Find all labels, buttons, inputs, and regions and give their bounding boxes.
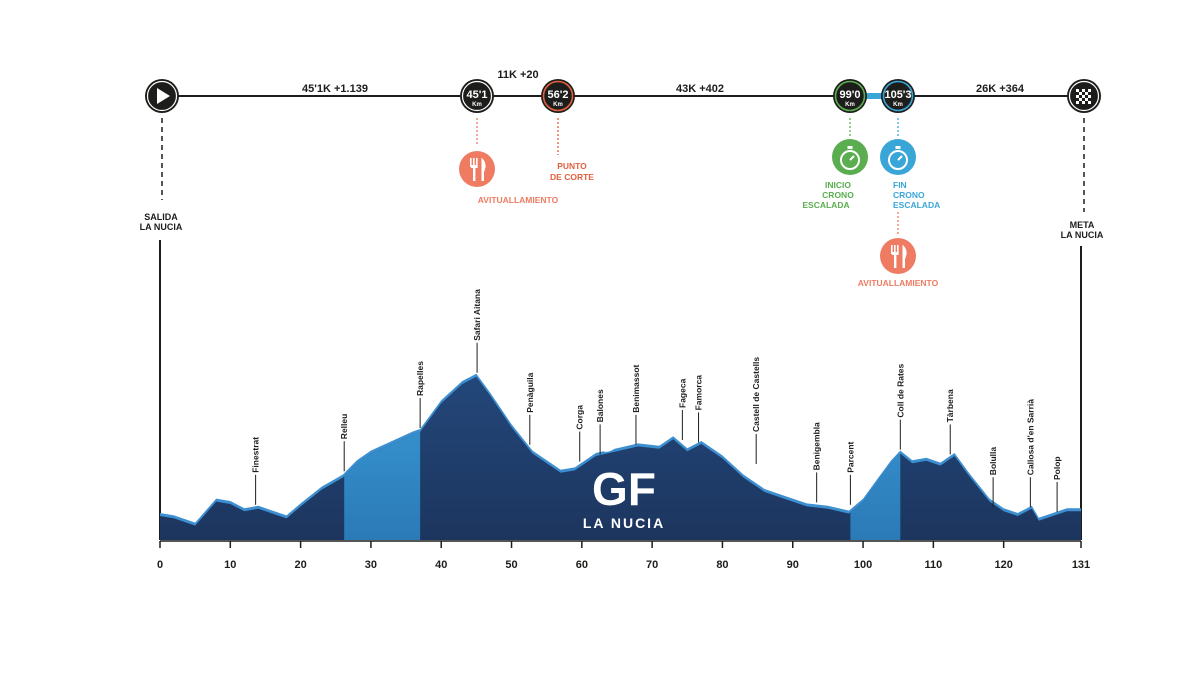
finish-label-line1: META xyxy=(1070,220,1095,230)
place-label: Balones xyxy=(595,389,605,422)
checkered-flag-icon xyxy=(1067,79,1101,113)
segment-label-3: 43K +402 xyxy=(676,83,724,95)
place-label: Fageca xyxy=(677,378,687,408)
km-node-2-unit: Km xyxy=(553,102,563,108)
place-annotations: Finestrat Relleu Rapelles Safari AitanaPenà… xyxy=(251,289,1062,512)
event-label-fin-crono: CRONO xyxy=(893,190,925,200)
event-label-inicio: INICIO xyxy=(825,180,851,190)
leaf-icon xyxy=(604,443,618,452)
fork-knife-icon xyxy=(459,151,495,187)
x-tick-label: 70 xyxy=(646,559,658,571)
logo-subtitle: LA NUCIA xyxy=(583,515,665,531)
event-label-fin-escalada: ESCALADA xyxy=(893,200,940,210)
x-tick-label: 50 xyxy=(505,559,517,571)
climb-highlight-1 xyxy=(344,431,421,540)
place-label: Polop xyxy=(1052,456,1062,480)
x-tick-label: 10 xyxy=(224,559,236,571)
place-label: Bolulla xyxy=(988,447,998,476)
km-node-4-value: 105'3 xyxy=(884,89,911,101)
stopwatch-icon xyxy=(832,139,868,175)
event-label-inicio-escalada: ESCALADA xyxy=(802,200,849,210)
segment-label-2: 11K +20 xyxy=(497,69,538,81)
segment-label-4: 26K +364 xyxy=(976,83,1025,95)
x-tick-label: 100 xyxy=(854,559,872,571)
elevation-profile xyxy=(160,373,1081,540)
x-tick-label: 0 xyxy=(157,559,163,571)
x-tick-label: 110 xyxy=(924,559,942,571)
km-node-3-unit: Km xyxy=(845,102,855,108)
x-tick-label: 80 xyxy=(716,559,728,571)
x-tick-label: 131 xyxy=(1072,559,1090,571)
place-label: Benigembla xyxy=(812,422,822,470)
place-label: Finestrat xyxy=(251,437,261,473)
place-label: Castell de Castells xyxy=(751,357,761,432)
event-label-inicio-crono: CRONO xyxy=(822,190,854,200)
km-node-1-value: 45'1 xyxy=(467,89,488,101)
km-node-2-value: 56'2 xyxy=(548,89,569,101)
x-tick-label: 30 xyxy=(365,559,377,571)
place-label: Callosa d'en Sarrià xyxy=(1025,399,1035,475)
logo-mark: GF xyxy=(592,463,656,515)
km-node-1-unit: Km xyxy=(472,102,482,108)
start-label-line1: SALIDA xyxy=(144,212,178,222)
x-tick-label: 90 xyxy=(787,559,799,571)
event-label-fin: FIN xyxy=(893,180,907,190)
km-node-3-value: 99'0 xyxy=(840,89,861,101)
place-label: Famorca xyxy=(694,375,704,411)
km-node-2: 56'2 Km xyxy=(541,79,575,113)
gf-logo: GF LA NUCIA xyxy=(583,443,665,531)
x-tick-label: 40 xyxy=(435,559,447,571)
fork-knife-icon xyxy=(880,238,916,274)
stopwatch-icon xyxy=(880,139,916,175)
event-label-punto: PUNTO xyxy=(557,161,587,171)
segment-label-1: 45'1K +1.139 xyxy=(302,83,368,95)
event-label-avituallamiento-1: AVITUALLAMIENTO xyxy=(478,195,559,205)
x-tick-label: 60 xyxy=(576,559,588,571)
place-label: Parcent xyxy=(845,441,855,472)
km-node-4-unit: Km xyxy=(893,102,903,108)
place-label: Corga xyxy=(575,405,585,430)
place-label: Safari Aitana xyxy=(472,289,482,341)
finish-label-line2: LA NUCIA xyxy=(1061,230,1104,240)
climb-highlight-2 xyxy=(850,453,901,540)
place-label: Tàrbena xyxy=(945,389,955,422)
place-label: Coll de Rates xyxy=(895,363,905,417)
place-label: Penàguila xyxy=(525,372,535,412)
place-label: Rapelles xyxy=(415,361,425,396)
x-tick-label: 120 xyxy=(994,559,1012,571)
start-icon xyxy=(145,79,179,113)
place-label: Benimassot xyxy=(631,364,641,412)
event-label-de-corte: DE CORTE xyxy=(550,172,594,182)
km-node-1: 45'1 Km xyxy=(460,79,494,113)
km-node-4: 105'3 Km xyxy=(881,79,915,113)
place-label: Relleu xyxy=(339,414,349,440)
start-label-line2: LA NUCIA xyxy=(140,222,183,232)
x-tick-label: 20 xyxy=(294,559,306,571)
x-axis: 0 10 20 30 40 50 60 70 80 90 100 110 120 131 xyxy=(157,540,1090,571)
event-label-avituallamiento-2: AVITUALLAMIENTO xyxy=(858,278,939,288)
km-node-3: 99'0 Km xyxy=(833,79,867,113)
